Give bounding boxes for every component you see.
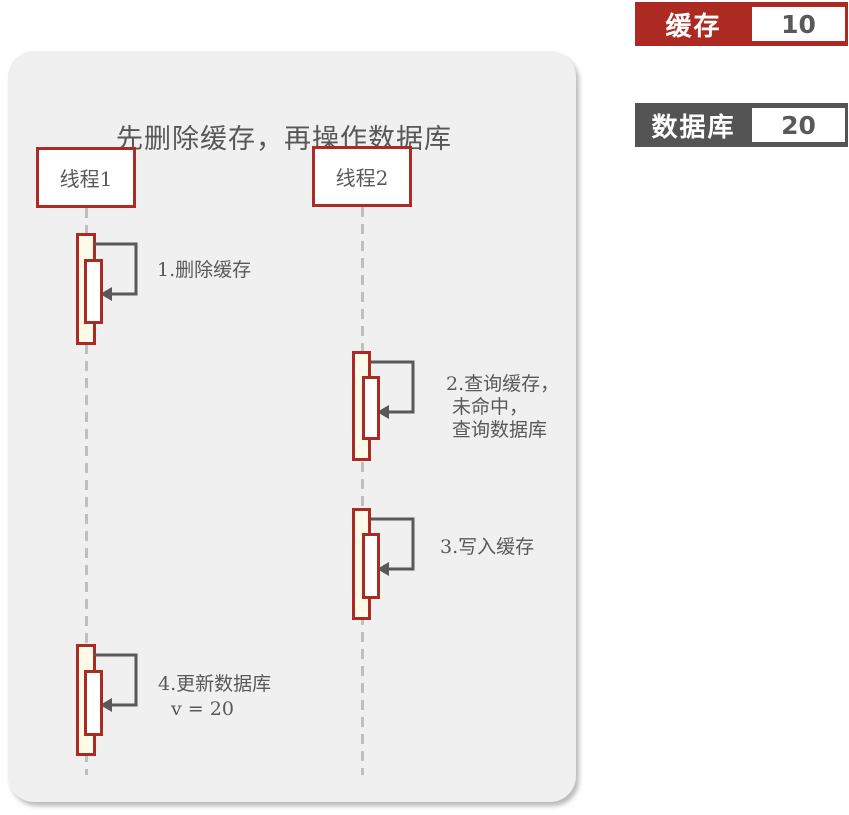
cache-badge-label: 缓存	[665, 11, 722, 42]
step3-label: 3.写入缓存	[440, 536, 535, 558]
step4-activation-inner	[84, 670, 103, 736]
cache-badge-value: 10	[752, 7, 845, 41]
thread2-box: 线程2	[312, 146, 412, 207]
step4-label: 4.更新数据库 v = 20	[158, 673, 272, 720]
step2-self-call-arrow	[371, 360, 415, 419]
step2-activation-inner	[362, 376, 380, 440]
step1-self-call-arrow	[94, 242, 138, 301]
thread2-label: 线程2	[335, 166, 389, 190]
step1-label: 1.删除缓存	[157, 259, 252, 281]
step3-activation-inner	[362, 533, 380, 599]
step1-activation-inner	[84, 259, 103, 324]
database-state-badge: 数据库 20	[635, 103, 848, 147]
step4-self-call-arrow	[94, 653, 138, 712]
thread1-lifeline	[85, 208, 88, 775]
thread1-label: 线程1	[59, 167, 113, 191]
cache-state-badge: 缓存 10	[635, 2, 848, 46]
step3-self-call-arrow	[371, 517, 415, 576]
database-badge-value: 20	[752, 108, 845, 142]
step2-label: 2.查询缓存， 未命中， 查询数据库	[446, 373, 560, 441]
thread1-box: 线程1	[36, 147, 136, 208]
database-badge-label: 数据库	[651, 112, 736, 143]
thread2-lifeline	[361, 207, 364, 775]
